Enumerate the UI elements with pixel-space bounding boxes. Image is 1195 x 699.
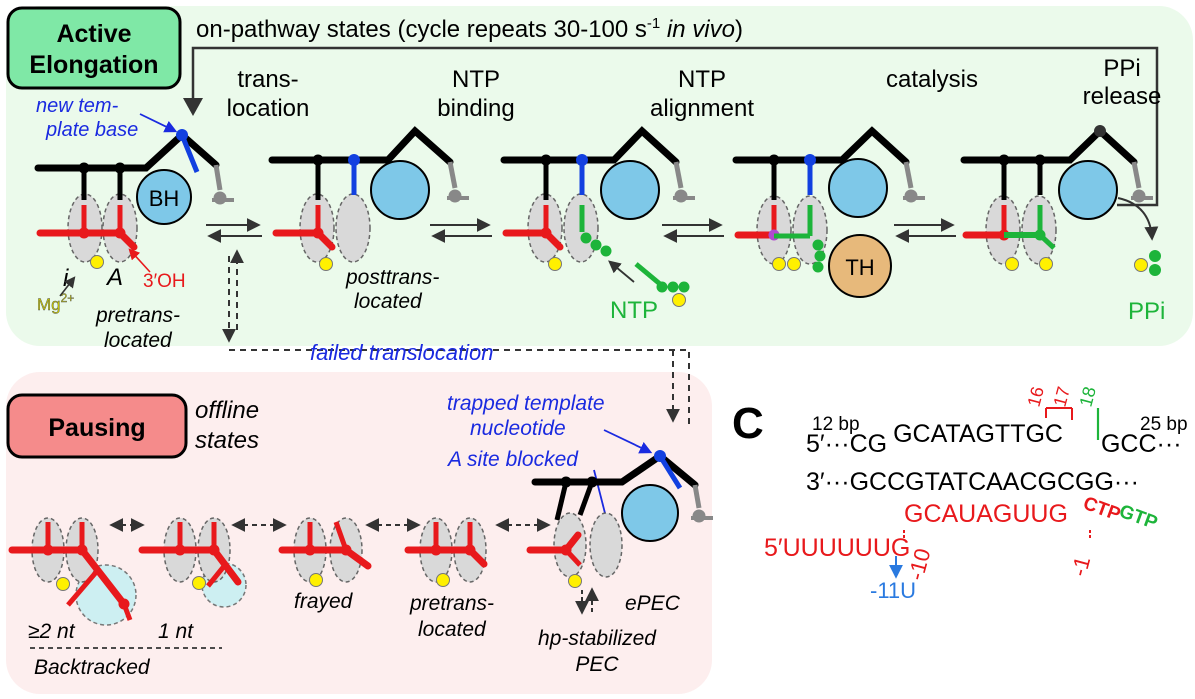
complex-epec xyxy=(526,450,713,588)
active-label-box xyxy=(6,6,182,90)
pos-m1: -1 xyxy=(1066,554,1095,579)
pos-17: 17 xyxy=(1050,384,1075,409)
trapped-template-label-2: nucleotide xyxy=(470,417,566,440)
complex-pretranslocated-paused xyxy=(404,517,488,587)
step-ntp-binding-2: binding xyxy=(437,95,514,122)
complex-ntp-bound xyxy=(500,126,695,271)
active-header: on-pathway states (cycle repeats 30-100 … xyxy=(196,15,743,43)
step-translocation-1: trans- xyxy=(237,66,298,93)
trigger-helix xyxy=(828,234,892,298)
bh-label: BH xyxy=(149,186,180,211)
active-label-line1: Active xyxy=(56,20,131,48)
pos-16: 16 xyxy=(1024,384,1049,409)
rna-prefix: 5′UUUUUUG xyxy=(764,534,910,562)
gtp-label: GTP xyxy=(1116,501,1160,534)
pretranslocated-label-1: pretrans- xyxy=(95,304,180,327)
th-label: TH xyxy=(845,255,874,280)
failed-translocation-connector xyxy=(229,349,690,424)
m11u-label: -11U xyxy=(870,578,916,603)
pretranslocated-paused-label-1: pretrans- xyxy=(409,592,494,615)
hp-stabilized-label-1: hp-stabilized xyxy=(538,627,657,650)
rna-mid: GCAUAGUUG xyxy=(904,500,1068,528)
offline-label-1: offline xyxy=(195,397,259,424)
hp-stabilized-label-2: PEC xyxy=(575,653,619,676)
complex-ppi-release xyxy=(960,125,1153,271)
a-site-blocked-label: A site blocked xyxy=(446,448,579,471)
frayed-label: frayed xyxy=(294,590,354,613)
new-template-label-1: new tem- xyxy=(36,95,119,117)
ntp-label: NTP xyxy=(610,297,658,324)
epec-label: ePEC xyxy=(625,592,681,615)
mg-label: Mg2+ xyxy=(37,291,74,314)
complex-posttranslocated xyxy=(268,126,469,271)
step-ppi-release-1: PPi xyxy=(1103,55,1140,82)
bridge-helix-1 xyxy=(136,169,192,225)
step-catalysis: catalysis xyxy=(886,66,978,93)
complex-backtracked-1nt xyxy=(138,517,247,608)
pretranslocated-label-2: located xyxy=(104,329,173,352)
bp12-label: 12 bp xyxy=(812,414,860,435)
step-ntp-alignment-1: NTP xyxy=(678,66,726,93)
equilibrium-arrows-1 xyxy=(206,218,262,243)
free-ntp xyxy=(634,262,690,307)
bp25-label: 25 bp xyxy=(1140,414,1188,435)
ppi-release-arrow xyxy=(1117,197,1159,241)
active-panel-bg xyxy=(6,6,1193,346)
pretranslocated-paused-label-2: located xyxy=(418,618,487,641)
dna-bottom-strand: 3′···GCCGTATCAACGCGG··· xyxy=(806,468,1139,496)
complex-pretranslocated: BH xyxy=(34,129,234,269)
released-ppi xyxy=(1134,250,1161,276)
a-site-label: A xyxy=(105,264,123,291)
offline-label-2: states xyxy=(195,427,259,454)
step-ppi-release-2: release xyxy=(1083,83,1162,110)
trapped-template-arrow xyxy=(603,429,653,454)
ntp-binding-arrow xyxy=(608,260,635,283)
step-ntp-alignment-2: alignment xyxy=(650,95,754,122)
ge2nt-label: ≥2 nt xyxy=(28,620,76,643)
ppi-label: PPi xyxy=(1128,298,1165,325)
complex-backtracked-2nt xyxy=(8,517,137,626)
step-ntp-binding-1: NTP xyxy=(452,66,500,93)
three-oh-arrow xyxy=(128,248,151,273)
new-template-arrow xyxy=(139,113,178,133)
new-template-label-2: plate base xyxy=(45,119,138,141)
active-label-line2: Elongation xyxy=(29,51,158,79)
pausing-label-box xyxy=(6,393,188,459)
pausing-label: Pausing xyxy=(48,414,145,442)
backtracked-label: Backtracked xyxy=(34,656,151,679)
complex-catalysis: TH xyxy=(732,126,925,298)
posttranslocated-label-2: located xyxy=(354,290,423,313)
panel-c-letter: C xyxy=(732,399,764,448)
mg-arrow xyxy=(59,276,76,297)
equilibrium-arrows-4 xyxy=(894,218,956,243)
complex-frayed xyxy=(278,517,372,587)
cycle-return-arrowhead xyxy=(183,98,203,116)
one-nt-label: 1 nt xyxy=(158,620,194,643)
step-translocation-2: location xyxy=(227,95,310,122)
equilibrium-arrows-2 xyxy=(430,218,492,243)
cycle-return-path xyxy=(191,46,1159,207)
trapped-template-label-1: trapped template xyxy=(447,392,605,415)
posttranslocated-label-1: posttrans- xyxy=(345,266,439,289)
equilibrium-arrows-3 xyxy=(662,218,724,243)
failed-translocation-label: failed translocation xyxy=(310,340,493,365)
pos-18: 18 xyxy=(1076,384,1101,409)
three-oh-label: 3′OH xyxy=(143,271,186,292)
